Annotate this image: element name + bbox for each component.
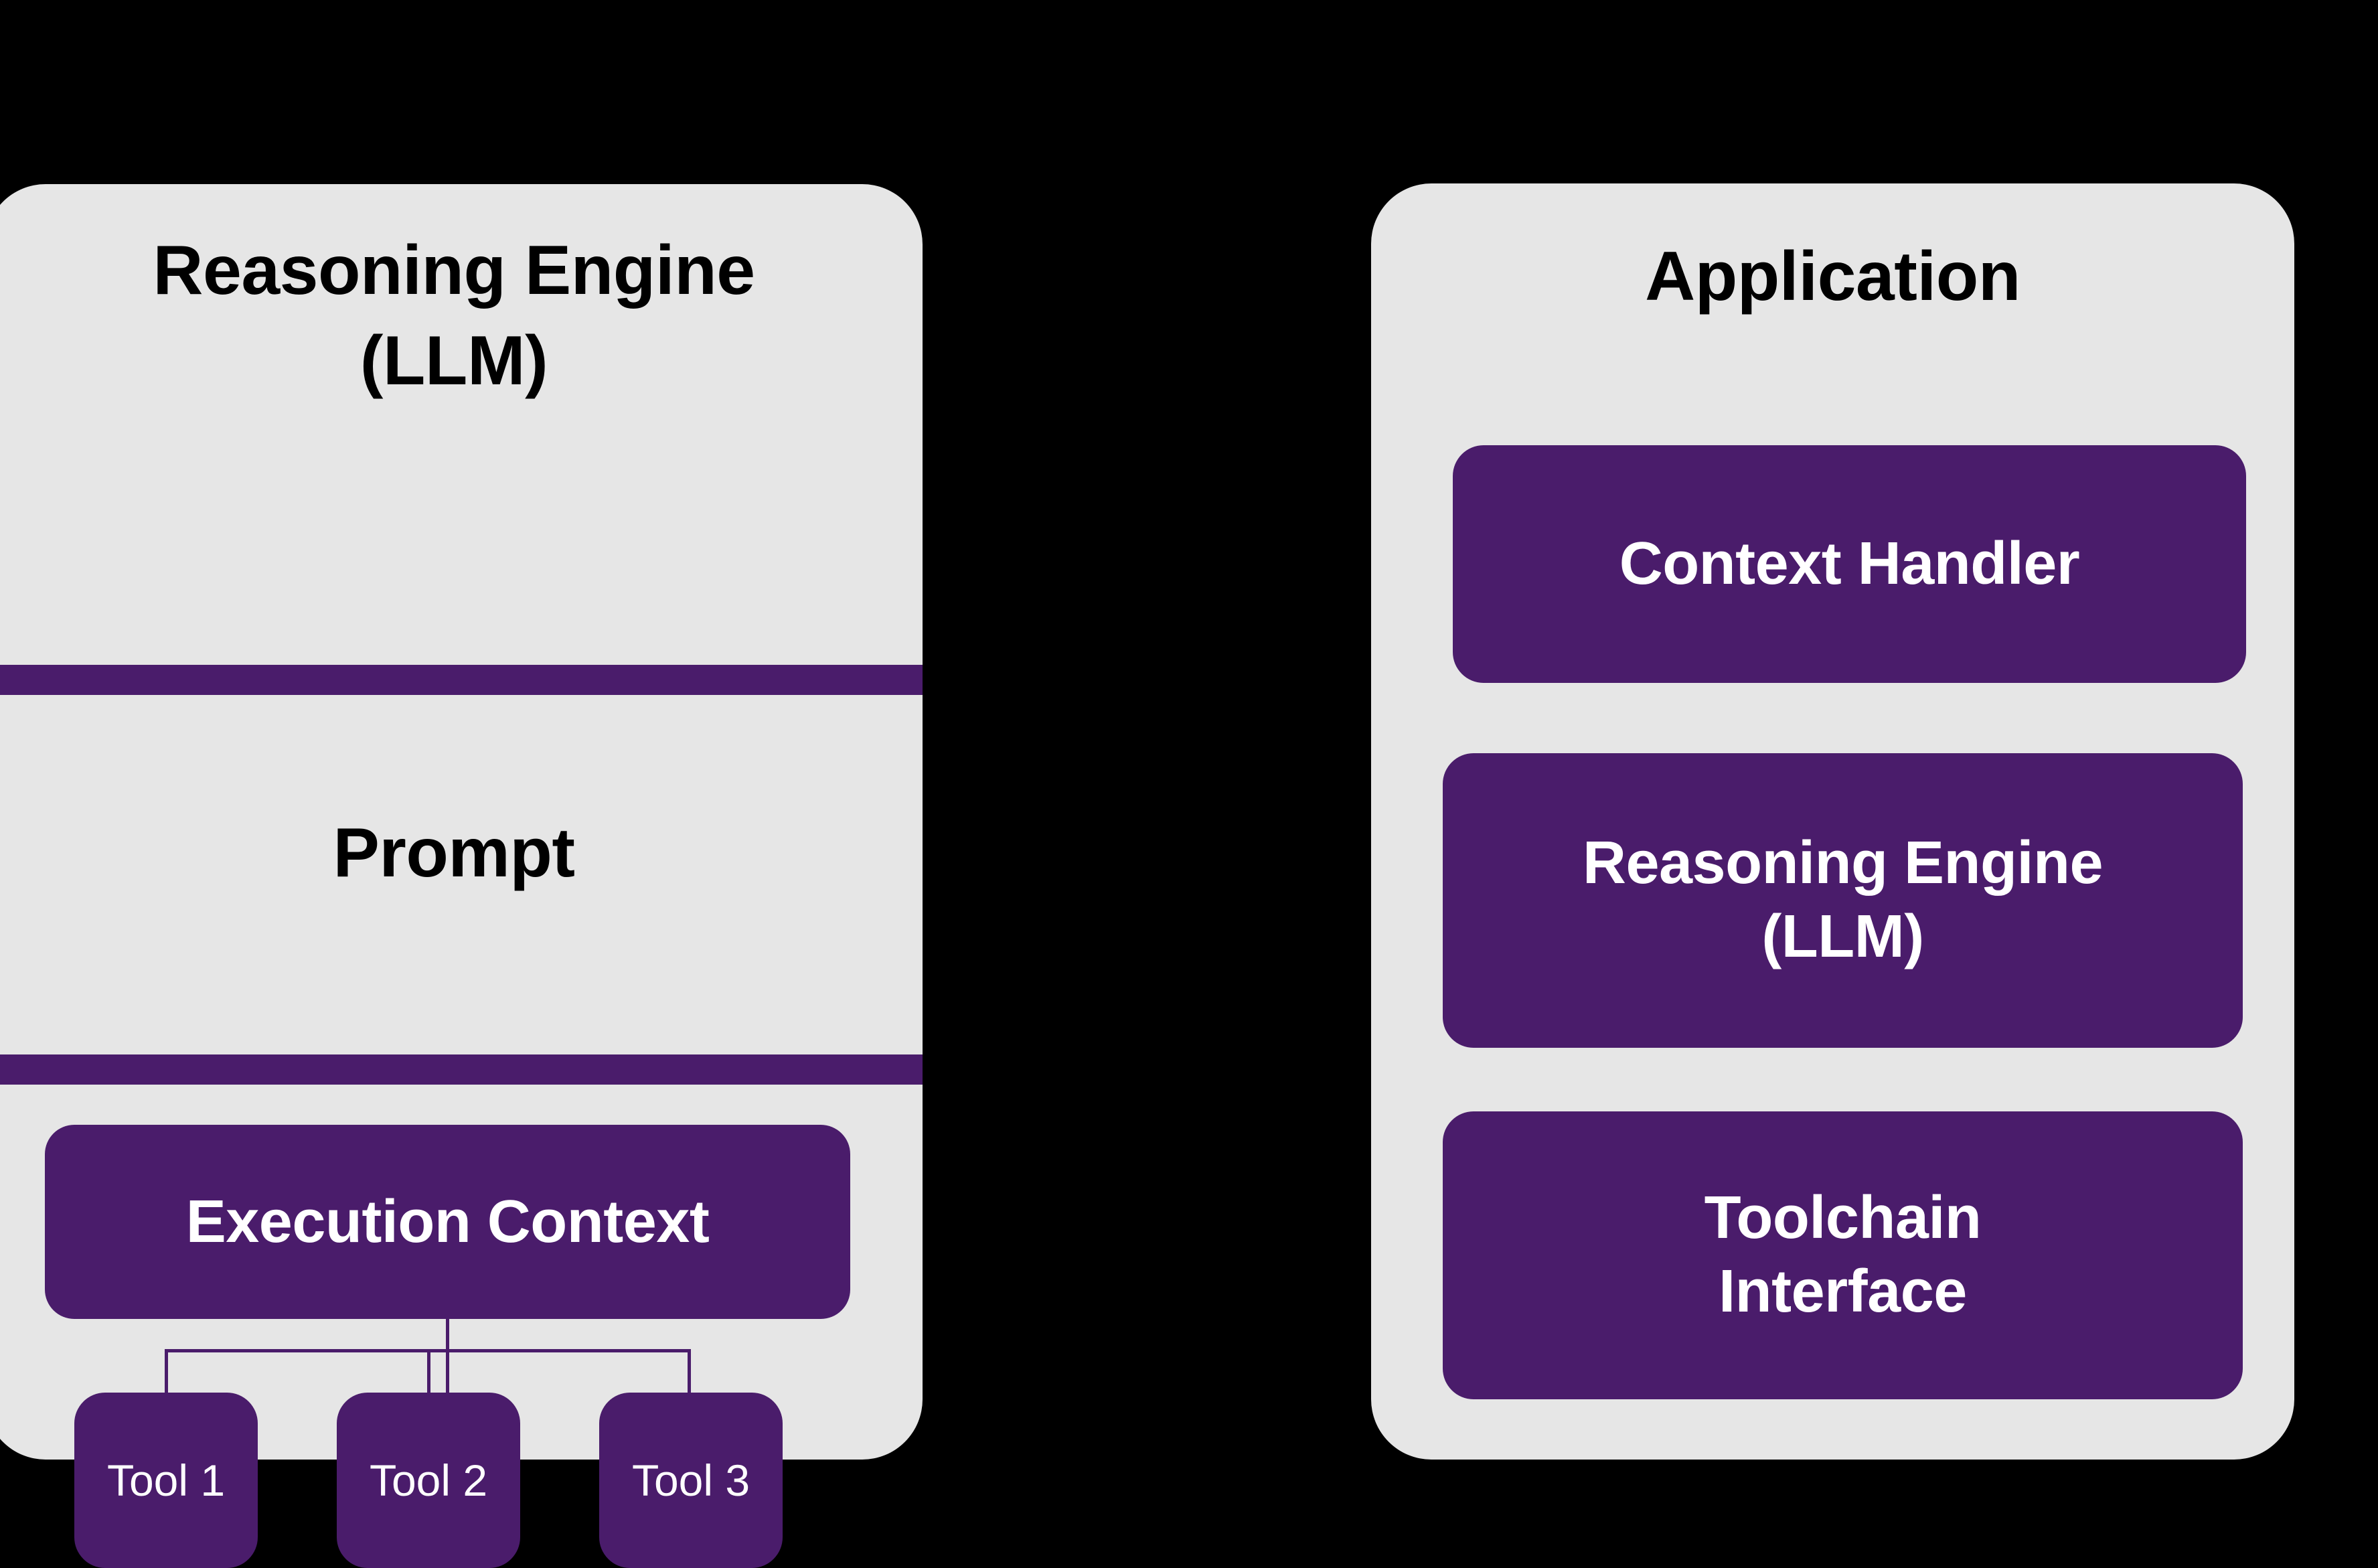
connector-stem (446, 1319, 449, 1396)
connector-drop-tool-3 (688, 1349, 691, 1396)
reasoning-engine-panel-title: Reasoning Engine (LLM) (0, 226, 923, 406)
prompt-label: Prompt (333, 814, 576, 892)
diagram-canvas: Reasoning Engine (LLM) Prompt Execution … (0, 183, 2294, 1568)
connector-drop-tool-1 (165, 1349, 168, 1396)
toolchain-interface-line2: Interface (1719, 1258, 1967, 1325)
connector-drop-tool-2 (427, 1349, 430, 1396)
reasoning-engine-block-line2: (LLM) (1761, 903, 1924, 970)
reasoning-engine-block-line1: Reasoning Engine (1582, 830, 2104, 897)
execution-context-block[interactable]: Execution Context (45, 1125, 850, 1319)
context-handler-block[interactable]: Context Handler (1453, 445, 2246, 683)
tool-block-2[interactable]: Tool 2 (337, 1393, 520, 1568)
reasoning-engine-block[interactable]: Reasoning Engine (LLM) (1443, 753, 2243, 1048)
toolchain-interface-block[interactable]: Toolchain Interface (1443, 1111, 2243, 1399)
tool-block-3[interactable]: Tool 3 (599, 1393, 783, 1568)
application-panel-title: Application (1645, 238, 2020, 315)
tool-block-1[interactable]: Tool 1 (74, 1393, 258, 1568)
toolchain-interface-line1: Toolchain (1704, 1184, 1982, 1252)
reasoning-engine-panel: Reasoning Engine (LLM) Prompt Execution … (0, 184, 923, 1568)
reasoning-engine-title-line1: Reasoning Engine (153, 232, 755, 309)
divider-top (0, 665, 923, 695)
divider-bottom (0, 1054, 923, 1085)
reasoning-engine-title-line2: (LLM) (360, 322, 548, 400)
